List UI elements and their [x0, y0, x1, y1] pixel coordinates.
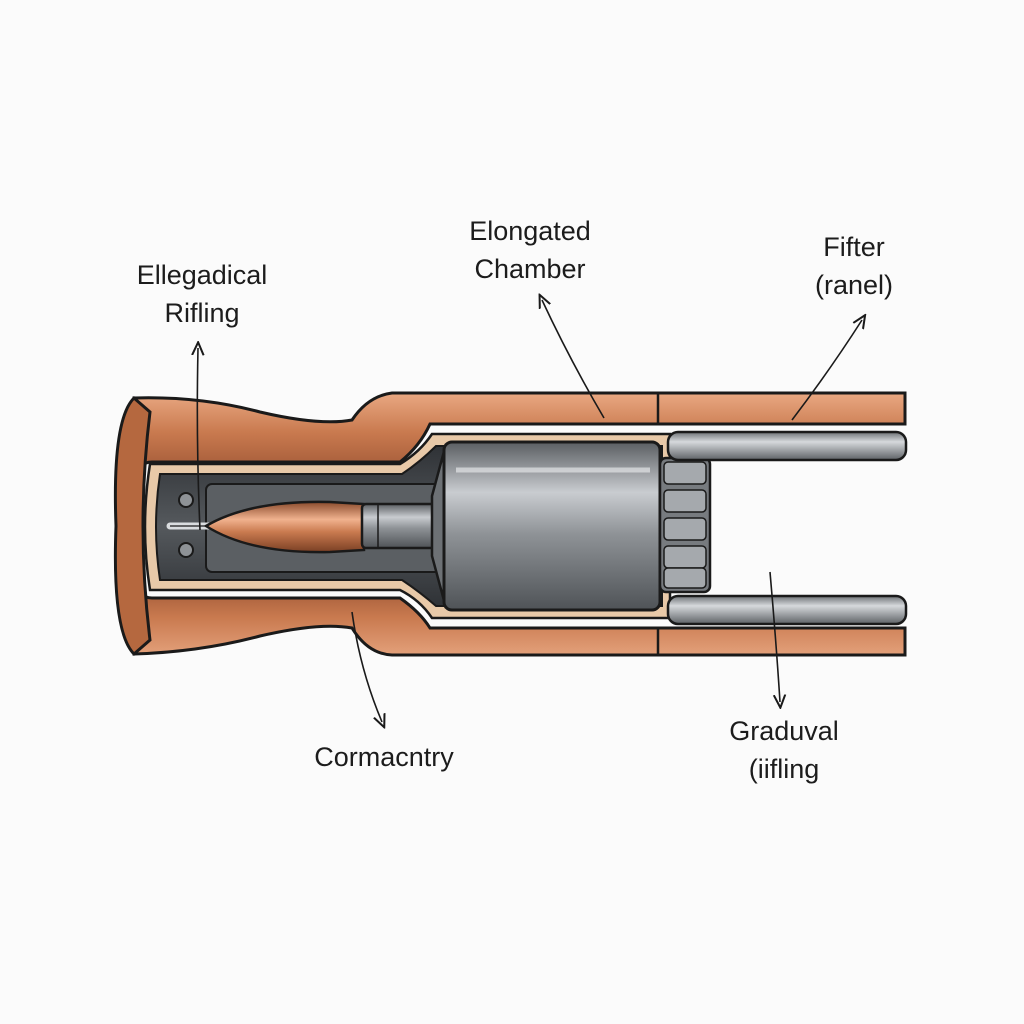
label-elliptical-rifling-line2: Rifling	[164, 298, 240, 328]
label-elongated-chamber-line2: Chamber	[474, 254, 586, 284]
screw-top	[178, 492, 194, 508]
leader-gradual-rifling	[769, 571, 780, 702]
gear-plate-1	[663, 461, 707, 485]
label-compactness-line1: Cormacntry	[314, 742, 454, 772]
housing-bottom	[132, 579, 907, 657]
housing-flare	[113, 395, 152, 657]
barrel-rod-bottom	[666, 594, 908, 626]
gear-plate-2	[663, 489, 707, 513]
label-gradual-rifling-line1: Graduval	[729, 716, 839, 746]
label-filter-barrel-line1: Fifter	[823, 232, 885, 262]
label-elongated-chamber: Elongated Chamber	[440, 212, 620, 288]
leader-compactness	[351, 611, 382, 722]
barrel-rod-top	[666, 430, 908, 462]
leader-elongated-chamber	[542, 300, 605, 419]
connector	[360, 502, 438, 550]
label-gradual-rifling: Graduval (iifling	[704, 712, 864, 788]
label-elongated-chamber-line1: Elongated	[469, 216, 591, 246]
label-elliptical-rifling: Ellegadical Rifling	[112, 256, 292, 332]
gear-plate-4	[663, 545, 707, 569]
label-filter-barrel-line2: (ranel)	[814, 270, 894, 300]
elongated-chamber	[442, 440, 662, 612]
leader-elliptical-rifling	[197, 348, 200, 531]
housing-top	[132, 391, 907, 481]
leader-filter-barrel	[791, 320, 862, 421]
gear-plate-3	[663, 517, 707, 541]
label-compactness: Cormacntry	[284, 738, 484, 776]
label-elliptical-rifling-line1: Ellegadical	[136, 260, 268, 290]
label-filter-barrel: Fifter (ranel)	[784, 228, 924, 304]
label-gradual-rifling-line2: (iifling	[748, 754, 820, 784]
screw-bottom	[178, 542, 194, 558]
gear-plate-5	[663, 567, 707, 589]
